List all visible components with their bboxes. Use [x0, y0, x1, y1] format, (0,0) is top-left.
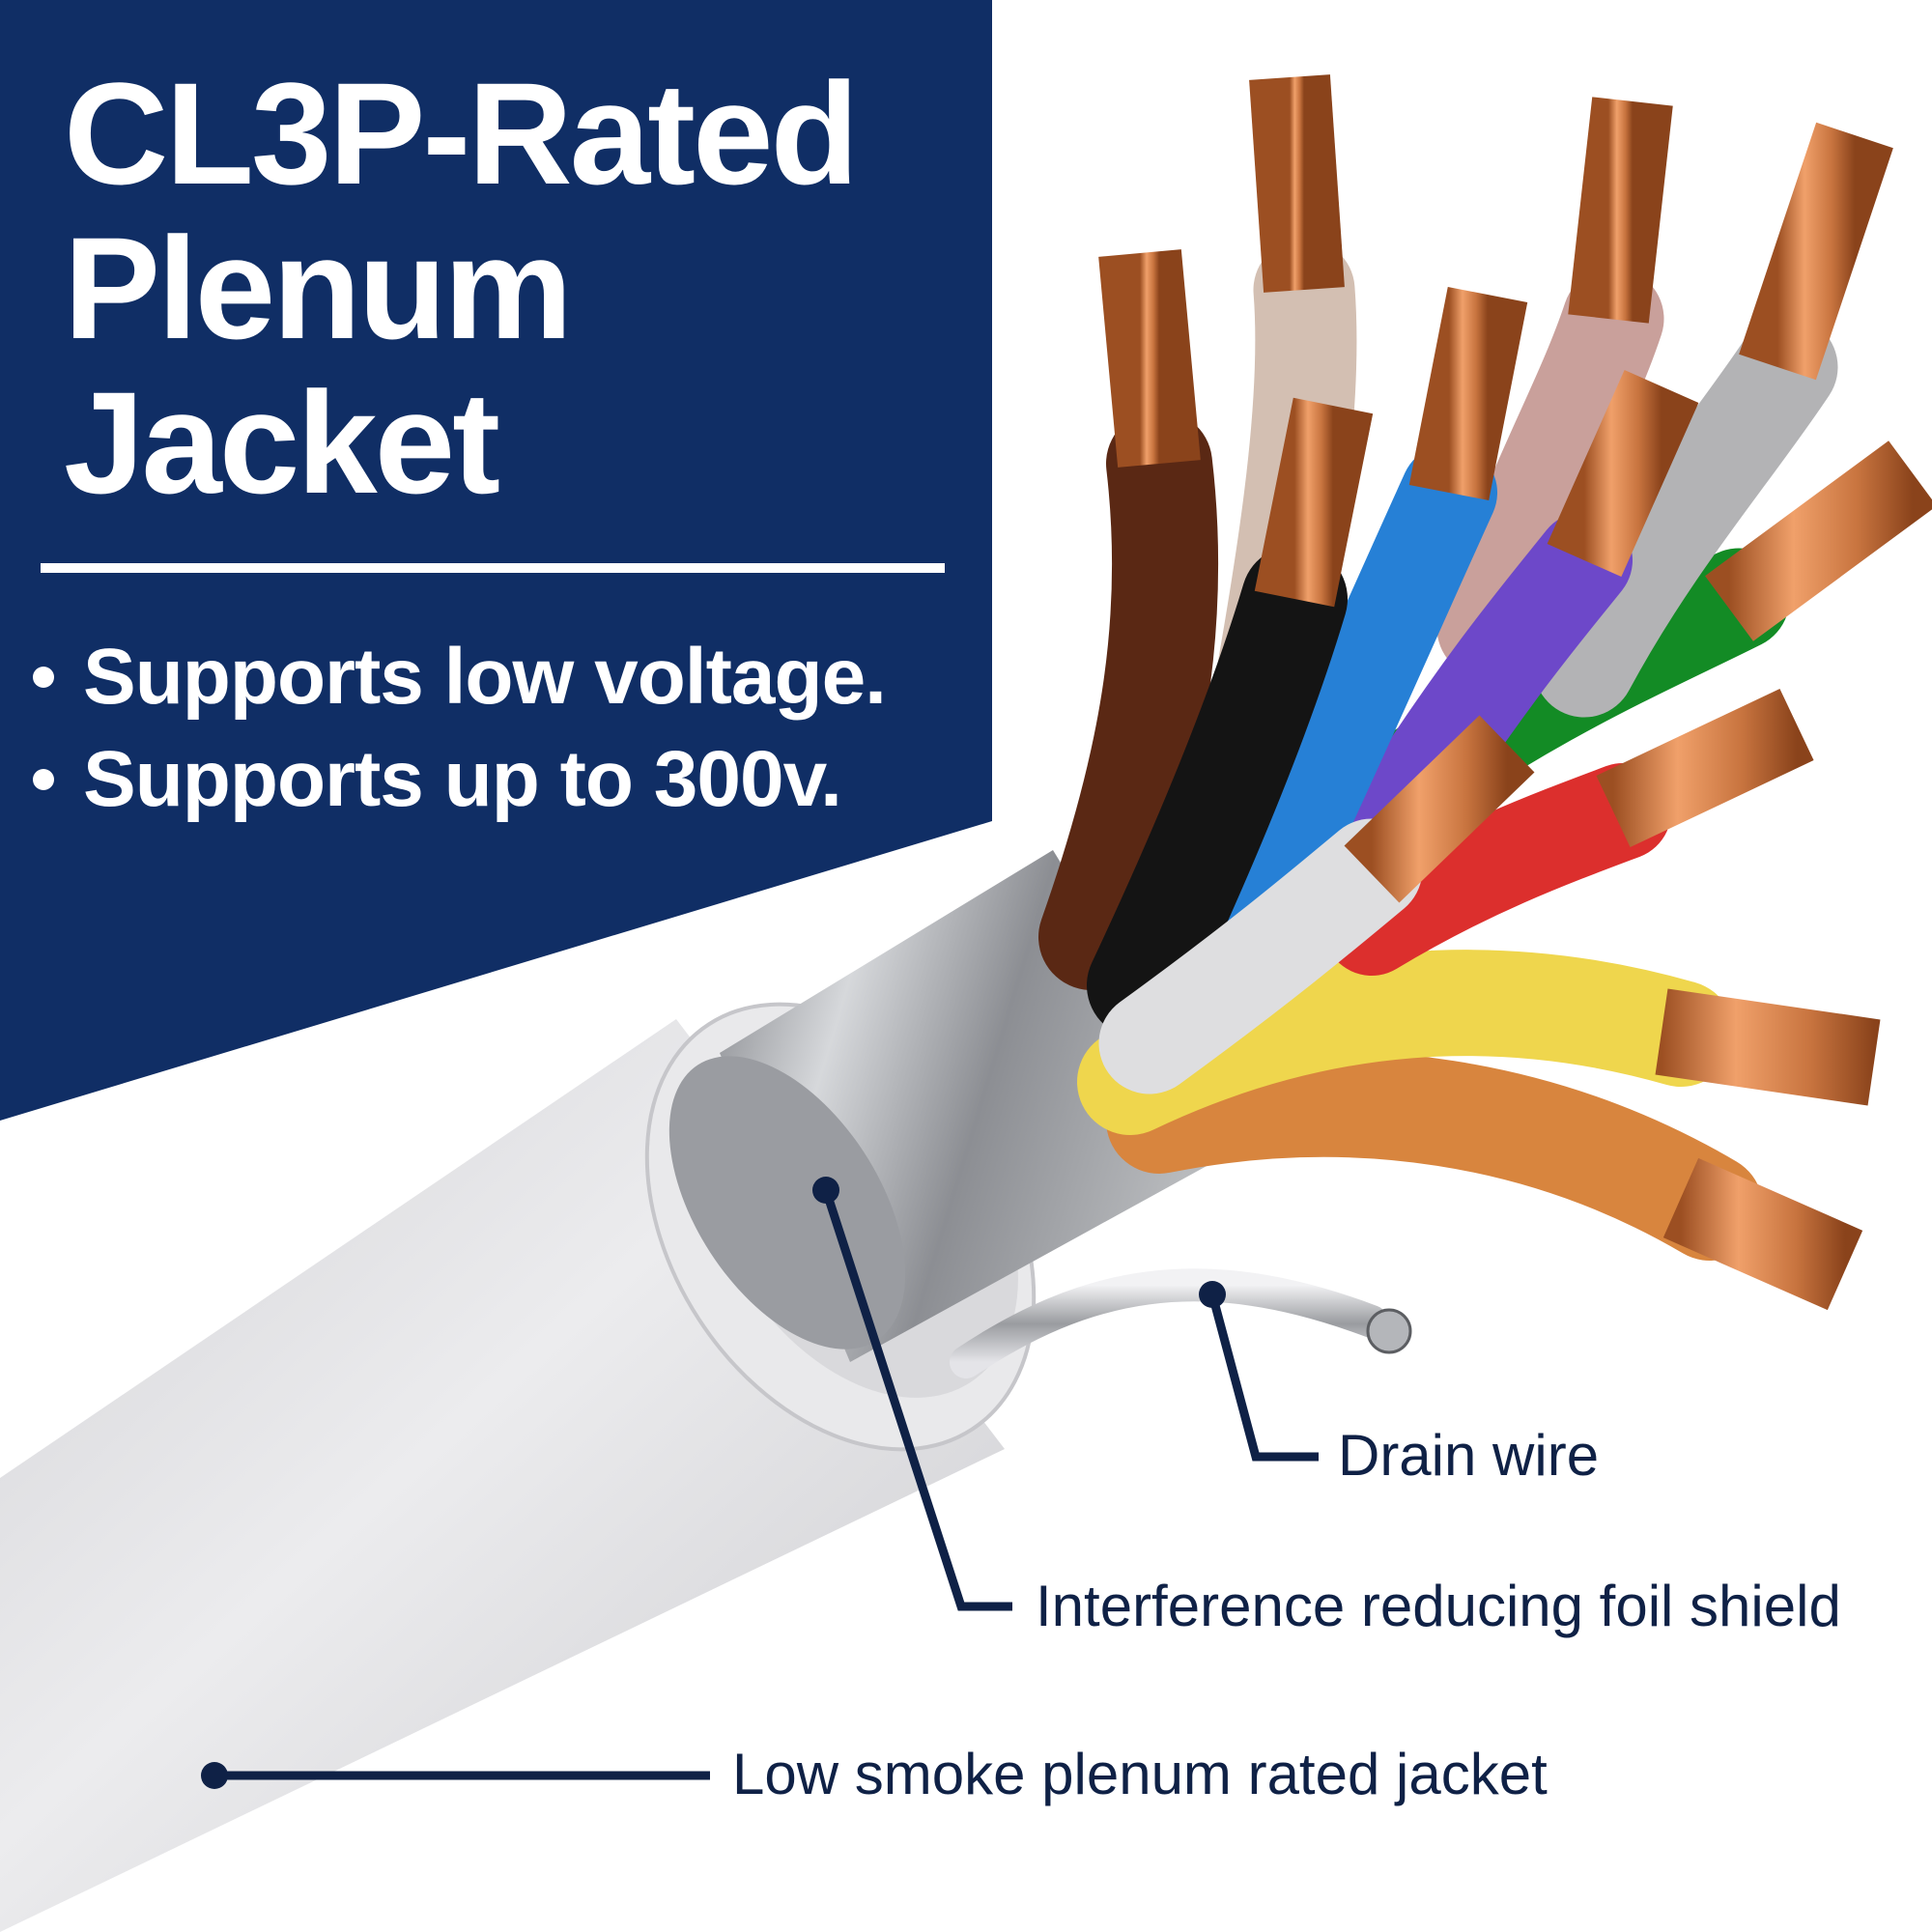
- wire-black: [1087, 546, 1348, 1038]
- leader-dot-drain: [1199, 1281, 1226, 1308]
- headline-line-1: CL3P-Rated: [64, 52, 859, 214]
- leader-foil-shield: [821, 1188, 1012, 1611]
- wire-red: [1323, 763, 1671, 976]
- feature-item: Supports up to 300v.: [33, 728, 886, 831]
- feature-list: Supports low voltage. Supports up to 300…: [33, 626, 887, 831]
- callout-foil-shield: Interference reducing foil shield: [1036, 1574, 1841, 1638]
- wire-orange: [1106, 1050, 1763, 1261]
- feature-text: Supports low voltage.: [83, 633, 887, 721]
- feature-text: Supports up to 300v.: [83, 735, 842, 823]
- leader-dot-foil: [812, 1177, 839, 1204]
- banner-background: [0, 0, 992, 1121]
- headline: CL3P-Rated Plenum Jacket: [64, 52, 859, 524]
- bullet-icon: [33, 667, 54, 688]
- callout-drain-wire: Drain wire: [1338, 1423, 1600, 1488]
- headline-line-3: Jacket: [64, 361, 500, 524]
- insulated-wires: [1038, 74, 1932, 1311]
- wire-brown: [1038, 411, 1219, 990]
- wire-blue: [1208, 444, 1497, 966]
- wire-gray: [1533, 316, 1838, 718]
- headline-divider: [41, 563, 945, 573]
- bullet-icon: [33, 769, 54, 790]
- leader-dot-jacket: [201, 1762, 228, 1789]
- leader-drain-wire: [1208, 1293, 1319, 1462]
- wire-pink: [1436, 268, 1664, 679]
- callout-jacket: Low smoke plenum rated jacket: [732, 1742, 1548, 1806]
- feature-item: Supports low voltage.: [33, 626, 887, 728]
- wire-white: [1098, 818, 1423, 1094]
- headline-line-2: Plenum: [64, 207, 573, 369]
- drain-wire: [950, 1268, 1412, 1378]
- callout-leaders: [201, 1177, 1319, 1789]
